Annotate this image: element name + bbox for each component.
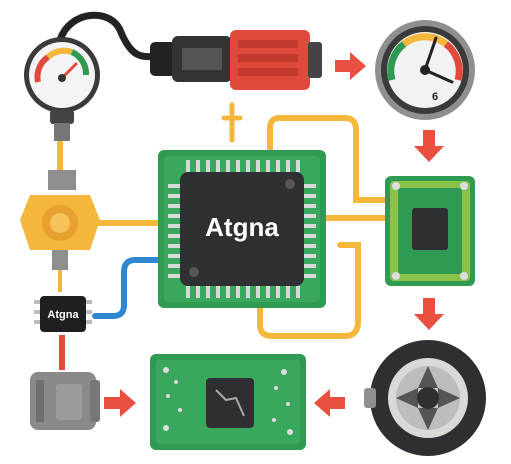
sensor: [20, 170, 100, 270]
pressure-gauge: [24, 37, 100, 141]
blue-wire: [92, 257, 163, 319]
wires: [56, 11, 393, 370]
main-chip-board: Atgna: [158, 150, 326, 308]
small-chip: Atgna: [34, 296, 92, 332]
arrow-down-right-top: [414, 130, 444, 162]
yellow-wire-bottom: [257, 242, 361, 339]
arrows: [104, 52, 444, 417]
yellow-wire-top: [267, 115, 393, 203]
main-chip-label: Atgna: [205, 212, 279, 242]
gray-connector: [30, 372, 100, 430]
right-pcb-board: [385, 176, 475, 286]
arrow-right-bottom: [104, 389, 136, 417]
main-chip: [180, 172, 304, 286]
arrow-left-bottom: [314, 389, 345, 417]
speedometer-gauge: 6: [375, 20, 475, 120]
black-cable: [56, 11, 164, 61]
small-chip-label: Atgna: [47, 309, 79, 321]
arrow-right-top: [335, 52, 366, 80]
gauge-value-text: 6: [432, 91, 438, 103]
chip-top-pin: [221, 102, 243, 143]
wheel: [364, 340, 486, 456]
red-connector: [150, 30, 322, 90]
arrow-down-right-bottom: [414, 298, 444, 330]
bottom-pcb-board: [150, 354, 306, 450]
